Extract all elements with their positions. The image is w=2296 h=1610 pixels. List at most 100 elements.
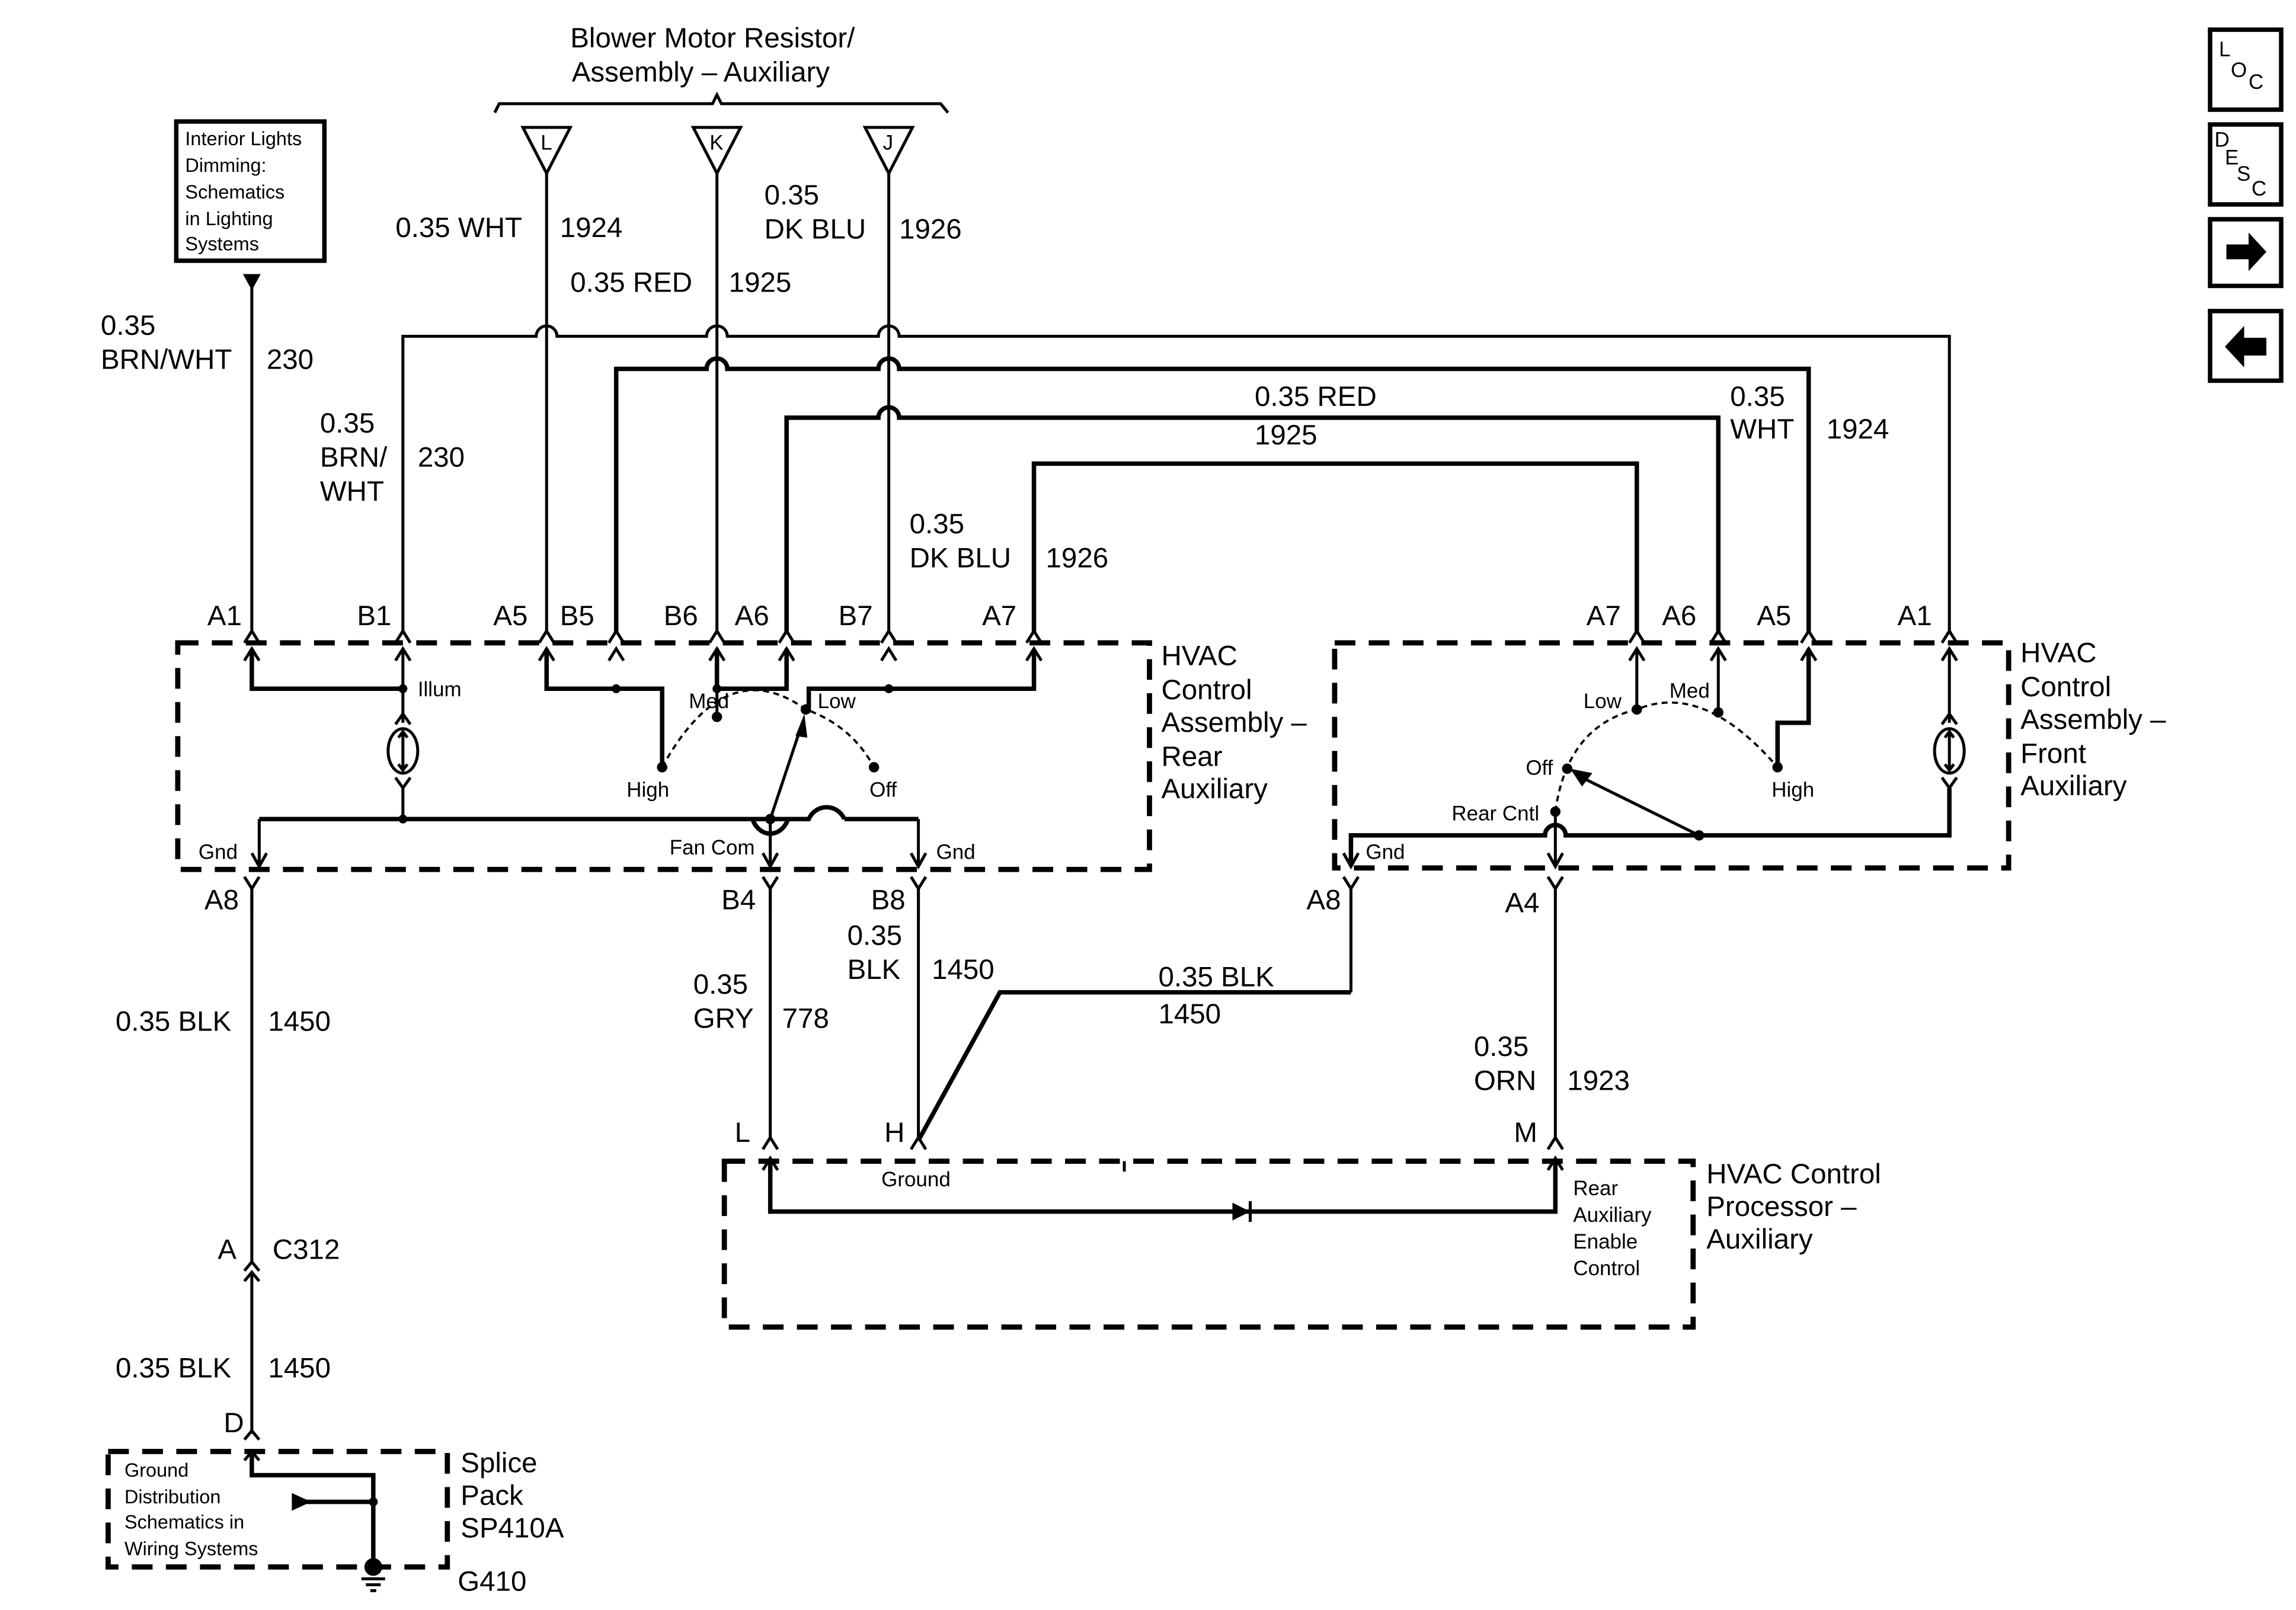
wire-color: DK BLU (765, 213, 866, 245)
blower-title-line1: Blower Motor Resistor/ (570, 23, 855, 54)
desc-letter: E (2225, 146, 2239, 169)
enable-label: Rear (1573, 1177, 1618, 1200)
pin-label: A (218, 1234, 236, 1266)
schematic-line (607, 628, 625, 662)
processor-name: HVAC Control (1706, 1158, 1881, 1190)
ground-symbol-icon (361, 1577, 385, 1592)
schematic-line (769, 721, 805, 820)
terminal-J-label: J (883, 132, 894, 155)
rear-assembly-box (175, 640, 1152, 872)
ref-line: Schematics in (124, 1511, 244, 1532)
off-label: Off (1526, 756, 1553, 779)
desc-letter: C (2252, 177, 2266, 200)
pin-label: A6 (1662, 600, 1696, 632)
terminal-L-label: L (541, 132, 552, 155)
med-label: Med (1670, 679, 1710, 702)
pin-label: B4 (721, 885, 756, 916)
reference-box (174, 119, 327, 263)
circuit-number: 1926 (1046, 542, 1109, 574)
assembly-name: Assembly – (2020, 704, 2166, 735)
connector-c312: A C312 0.35 BLK 1450 (116, 1234, 340, 1434)
circuit-number: 1924 (560, 212, 623, 244)
pin-label: B7 (839, 600, 873, 632)
schematic-line (369, 1497, 378, 1506)
previous-page-button[interactable] (2208, 309, 2284, 383)
schematic-line (795, 713, 808, 738)
schematic-line (1342, 876, 1360, 993)
schematic-line (243, 1259, 261, 1282)
ground-label: G410 (458, 1566, 526, 1597)
pin-label: A8 (1306, 885, 1341, 916)
enable-label: Enable (1573, 1230, 1638, 1253)
schematic-line (1554, 701, 1779, 812)
wire-color: BRN/ (320, 441, 388, 473)
terminal-J-symbol (862, 126, 915, 177)
schematic-line (768, 1161, 1558, 1214)
ref-line: Wiring Systems (124, 1538, 258, 1559)
bulb-icon (1933, 727, 1966, 775)
schematic-line (714, 648, 789, 692)
wire-gauge: 0.35 (101, 310, 155, 341)
pin-label: B8 (871, 885, 906, 916)
wire-gauge: 0.35 (765, 180, 819, 211)
wire-1924-b5-to-front-a5 (613, 356, 1811, 634)
splice-pack-box (105, 1449, 450, 1570)
desc-letter: S (2237, 162, 2250, 185)
pin-label: B1 (357, 600, 391, 632)
terminal-K-symbol (690, 126, 743, 177)
pin-label: A5 (1757, 600, 1791, 632)
schematic-line (762, 1134, 1564, 1171)
circuit-number: 230 (267, 344, 314, 375)
schematic-line (1628, 628, 1958, 662)
wire-label: 0.35 RED (1255, 381, 1377, 412)
circuit-number: 1450 (268, 1353, 331, 1384)
wire-1925-a6-to-front-a6 (784, 405, 1721, 634)
loc-letter: L (2219, 38, 2230, 61)
wire-label: 0.35 BLK (116, 1353, 232, 1384)
location-button[interactable]: L O C (2208, 27, 2284, 112)
circuit-number: 1925 (1255, 420, 1318, 451)
schematic-line (880, 628, 898, 662)
wire-label: 0.35 BLK (1158, 962, 1274, 993)
wire-color: BRN/WHT (101, 344, 232, 375)
wire-label: 0.35 WHT (395, 212, 522, 244)
schematic-line (2208, 309, 2284, 383)
wire-color: ORN (1474, 1065, 1536, 1097)
wire-color: DK BLU (910, 542, 1011, 574)
wires (250, 173, 1951, 634)
rear-cntl-label: Rear Cntl (1451, 802, 1539, 825)
gnd-label: Gnd (1366, 841, 1405, 864)
schematic-line (250, 1454, 376, 1567)
assembly-name: Control (1161, 674, 1252, 706)
schematic-line (909, 819, 928, 870)
lower-wires: 0.35 BLK 1450 0.35 GRY 778 0.35 BLK 1450… (116, 888, 1630, 1262)
wire-color: GRY (693, 1003, 754, 1035)
splice-pack-name: Pack (461, 1480, 523, 1511)
low-label: Low (818, 690, 856, 713)
terminal-L-symbol (520, 126, 573, 177)
high-label: High (1771, 779, 1814, 802)
circuit-number: 230 (418, 441, 465, 473)
assembly-name: Front (2020, 738, 2086, 769)
blower-motor-resistor: Blower Motor Resistor/ Assembly – Auxili… (493, 23, 949, 177)
illum-label: Illum (418, 678, 462, 701)
schematic-line (250, 648, 403, 692)
pin-label: A1 (1898, 600, 1932, 632)
wire-1926-a7-to-front-a7 (1031, 461, 1639, 634)
splice-pack-name: SP410A (461, 1512, 564, 1544)
interior-lights-reference[interactable]: Interior Lights Dimming: Schematics in L… (174, 119, 327, 290)
pin-label: A1 (207, 600, 242, 632)
diode-icon (1232, 1202, 1251, 1221)
wire-gauge: 0.35 (910, 508, 964, 540)
description-button[interactable]: D E S C (2208, 122, 2284, 207)
circuit-number: 1450 (932, 954, 994, 985)
blower-title-line2: Assembly – Auxiliary (572, 57, 830, 88)
pin-label: H (884, 1117, 904, 1148)
schematic-line (259, 805, 847, 821)
loc-letter: O (2231, 59, 2247, 82)
next-page-button[interactable] (2208, 217, 2284, 289)
circuit-number: 1925 (729, 267, 792, 298)
bulb-icon (386, 727, 420, 775)
schematic-line (2208, 27, 2284, 112)
